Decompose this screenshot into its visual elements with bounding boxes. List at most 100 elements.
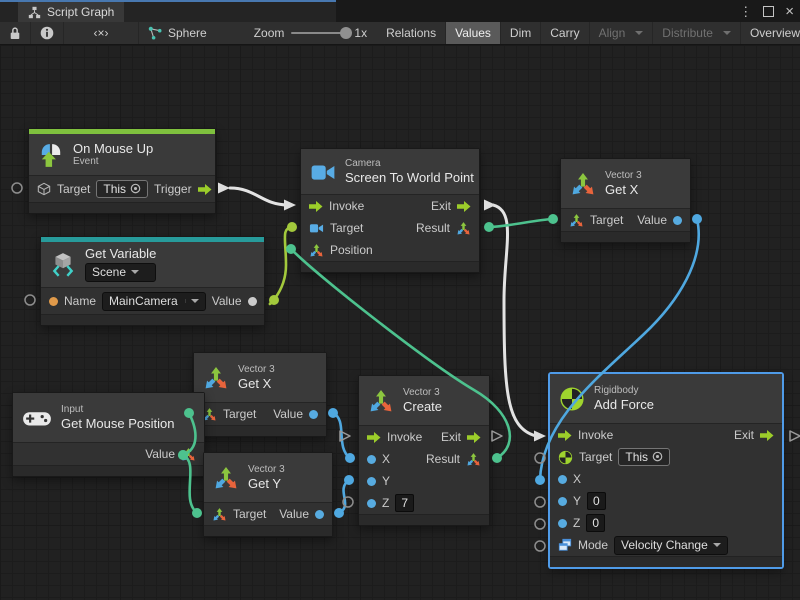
node-port-row: Name MainCamera Value — [41, 288, 264, 314]
exec-port-arrow-icon[interactable] — [197, 183, 212, 195]
vector3-icon — [212, 507, 227, 522]
toolbar-button-carry[interactable]: Carry — [541, 22, 590, 44]
node-type-label: Input — [61, 403, 84, 415]
zoom-fit-button[interactable]: ‹×› — [64, 22, 139, 44]
value-port-dot[interactable] — [558, 474, 567, 484]
close-icon[interactable]: × — [785, 2, 794, 20]
vector3-icon — [203, 365, 229, 391]
chevron-down-icon — [131, 270, 140, 275]
dropdown-value: MainCamera — [109, 293, 178, 308]
value-input-field[interactable]: 0 — [587, 491, 607, 511]
port-label: Target — [223, 407, 257, 421]
menu-icon[interactable]: ⋮ — [739, 3, 753, 19]
camera-icon — [310, 160, 336, 184]
node-title: Get Mouse Position — [61, 415, 175, 431]
dropdown-velocity-change[interactable]: Velocity Change — [614, 535, 728, 555]
variable-icon — [50, 252, 76, 278]
rigidbody-icon — [558, 450, 573, 465]
chevron-down-icon — [635, 31, 644, 35]
node-type-label: Vector 3 — [248, 463, 285, 475]
value-port-dot[interactable] — [673, 215, 682, 225]
zoom-slider[interactable] — [291, 27, 353, 39]
graph-machine-label[interactable]: Sphere — [139, 22, 216, 44]
port-label: Exit — [733, 428, 754, 442]
node-title: On Mouse Up — [73, 140, 154, 156]
port-label: Exit — [430, 199, 451, 213]
toolbar-button-label: Overview — [749, 26, 800, 40]
port-label: Value — [211, 294, 242, 308]
port-label: Target — [57, 182, 91, 196]
tab-script-graph[interactable]: Script Graph — [18, 2, 125, 22]
node-title: Get Variable — [85, 246, 157, 262]
zoom-slider-thumb[interactable] — [340, 27, 353, 39]
exec-port-arrow-icon[interactable] — [367, 431, 381, 443]
port-label: Invoke — [329, 199, 365, 213]
exec-port-arrow-icon[interactable] — [467, 431, 481, 443]
node-footer — [359, 514, 489, 525]
gamepad-icon — [22, 405, 52, 431]
chip-label: This — [625, 449, 649, 464]
value-port-dot[interactable] — [558, 496, 567, 506]
value-port-dot[interactable] — [367, 476, 376, 486]
value-port-dot[interactable] — [558, 518, 567, 528]
exec-port-arrow-icon[interactable] — [457, 200, 471, 212]
lock-icon — [9, 26, 21, 40]
exec-port-arrow-icon[interactable] — [309, 200, 323, 212]
port-label: Name — [64, 294, 97, 308]
toolbar-button-overview[interactable]: Overview — [741, 22, 800, 44]
node-port-row: Value — [13, 443, 204, 465]
value-input-field[interactable]: 0 — [586, 513, 606, 533]
exec-port-arrow-icon[interactable] — [558, 429, 572, 441]
node-footer — [301, 261, 479, 272]
port-label: Position — [330, 243, 373, 257]
toolbar-button-label: Relations — [386, 26, 437, 40]
dropdown-maincamera[interactable]: MainCamera — [102, 291, 206, 311]
value-port-dot[interactable] — [367, 498, 376, 508]
node-footer — [550, 556, 782, 567]
target-self-chip[interactable]: This — [96, 179, 149, 199]
value-port-dot[interactable] — [247, 296, 257, 306]
scope-icon — [130, 183, 141, 194]
exec-port-arrow-icon[interactable] — [760, 429, 774, 441]
toolbar-button-dim[interactable]: Dim — [501, 22, 542, 44]
toolbar-button-relations[interactable]: Relations — [377, 22, 447, 44]
maximize-icon[interactable] — [763, 5, 775, 17]
node-port-row: Position — [301, 239, 479, 261]
toolbar-button-label: Dim — [509, 26, 532, 40]
node-footer — [29, 202, 215, 213]
value-port-dot[interactable] — [367, 454, 376, 464]
value-port-dot[interactable] — [49, 296, 58, 306]
lock-button[interactable] — [0, 22, 31, 44]
target-self-chip[interactable]: This — [618, 447, 671, 467]
value-port-dot[interactable] — [309, 409, 318, 419]
dropdown-scene[interactable]: Scene — [85, 262, 157, 282]
toolbar-button-label: Carry — [550, 26, 580, 40]
value-input-field[interactable]: 7 — [395, 493, 415, 513]
rigidbody-icon — [559, 386, 585, 412]
value-port-dot[interactable] — [315, 509, 324, 519]
toolbar-button-align: Align — [590, 22, 654, 44]
info-button[interactable] — [31, 22, 64, 44]
port-label: Value — [273, 407, 303, 421]
toolbar-button-values[interactable]: Values — [446, 22, 501, 44]
chip-label: This — [103, 181, 127, 196]
vector3-icon — [569, 213, 584, 228]
toolbar-button-label: Distribute — [662, 26, 713, 40]
